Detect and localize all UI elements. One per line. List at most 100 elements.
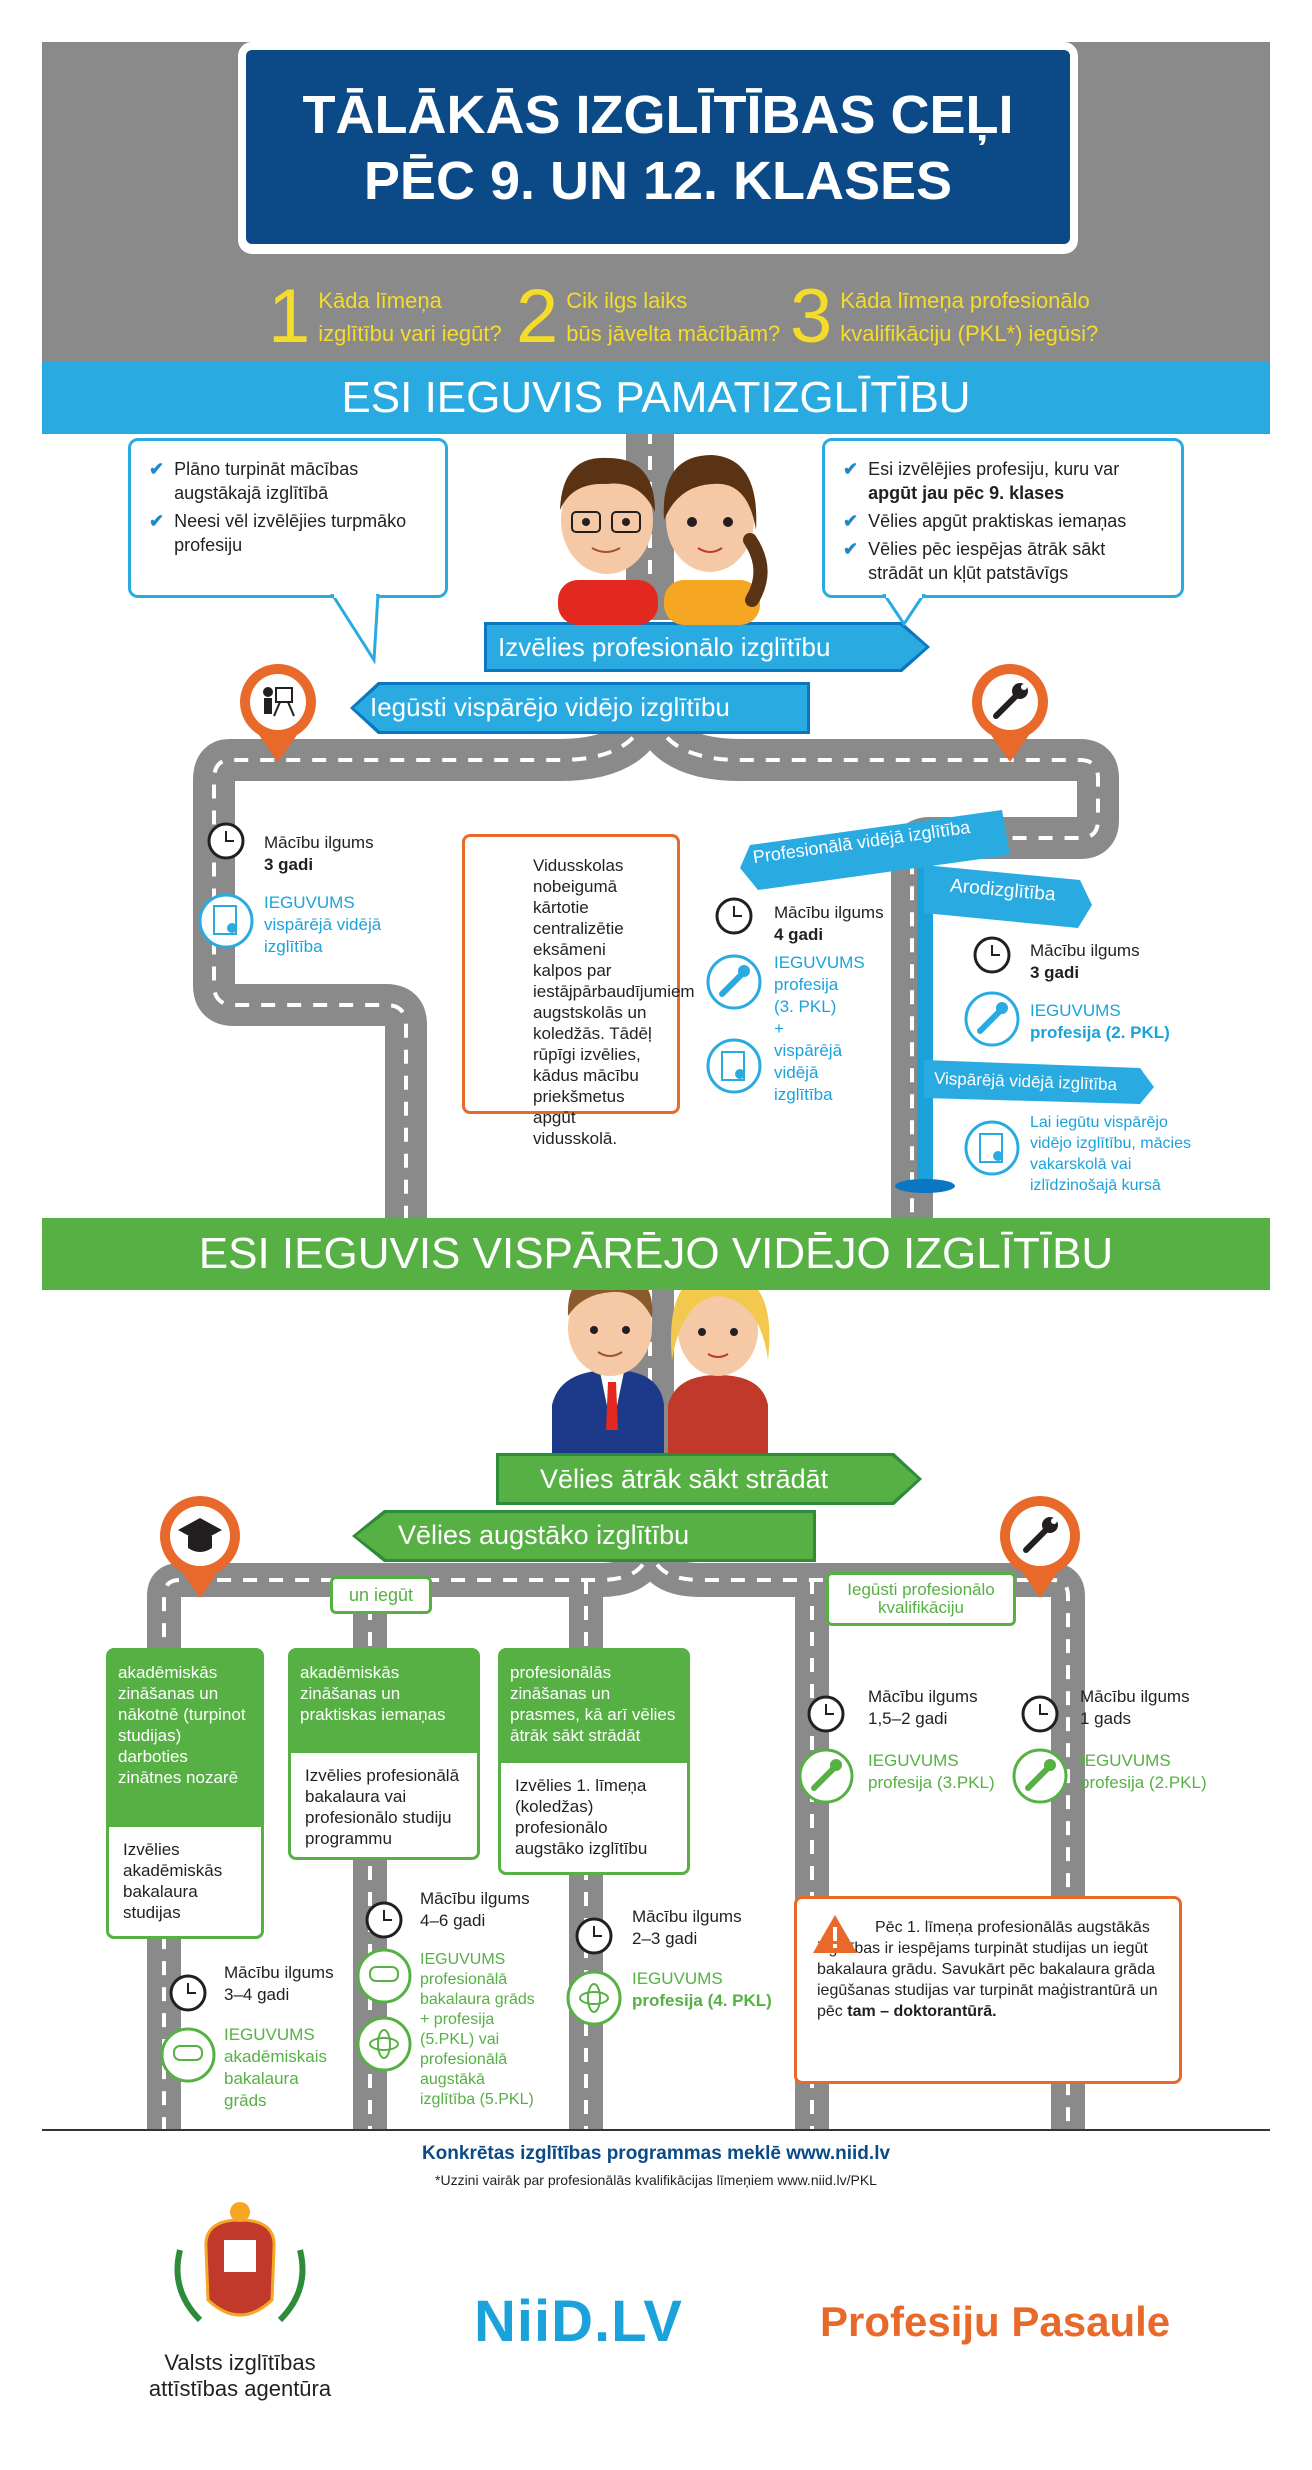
- tag-and-obtain: un iegūt: [330, 1576, 432, 1614]
- result-label: IEGUVUMS: [632, 1969, 723, 1988]
- duration-value: 2–3 gadi: [632, 1929, 698, 1948]
- duration-label: Mācību ilgums: [264, 833, 374, 852]
- duration-professional-bachelor: Mācību ilgums 4–6 gadi: [420, 1888, 530, 1932]
- page-title-line1: TĀLĀKĀS IZGLĪTĪBAS CEĻI: [302, 85, 1014, 145]
- clock-icon-5: [365, 1901, 403, 1939]
- mid-result: IEGUVUMS profesija (3. PKL) + vispārējā …: [774, 952, 884, 1106]
- agency-name-line2: attīstības agentūra: [148, 2376, 332, 2401]
- right-note: Lai iegūtu vispārējo vidējo izglītību, m…: [1030, 1114, 1191, 1194]
- duration-value: 3 gadi: [1030, 963, 1080, 982]
- latvia-coat-of-arms-logo: [174, 2202, 306, 2323]
- sign-start-work: Vēlies ātrāk sākt strādāt: [540, 1464, 829, 1494]
- result-text: profesija (2. PKL): [1030, 1023, 1170, 1042]
- right-duration: Mācību ilgums 3 gadi: [1030, 940, 1140, 984]
- result-vocational-1: IEGUVUMS profesija (3.PKL): [868, 1751, 995, 1792]
- diploma-icon-3: [964, 1120, 1020, 1176]
- result-text: vispārējā vidējā izglītība: [774, 1041, 843, 1104]
- wrench-icon-7: [798, 1748, 854, 1804]
- duration-label: Mācību ilgums: [420, 1889, 530, 1908]
- question-number: 2: [516, 274, 559, 359]
- clock-icon-6: [575, 1917, 613, 1955]
- duration-value: 4–6 gadi: [420, 1911, 486, 1930]
- question-number: 1: [268, 274, 311, 359]
- clock-icon-4: [169, 1974, 207, 2012]
- result-text: profesija: [774, 975, 839, 994]
- bubble-right-tail: [882, 594, 926, 627]
- clock-icon-1: [207, 822, 245, 860]
- path-box-professional-bachelor: akadēmiskās zināšanas un praktiskas iema…: [288, 1648, 480, 1860]
- duration-label: Mācību ilgums: [224, 1963, 334, 1982]
- duration-label: Mācību ilgums: [868, 1687, 978, 1706]
- question-number: 3: [790, 274, 833, 359]
- check-icon: ✔: [843, 539, 859, 559]
- right-result: IEGUVUMS profesija (2. PKL): [1030, 1000, 1170, 1044]
- question-text: Kāda līmeņa profesionālo: [840, 288, 1090, 313]
- sign-higher-education: Vēlies augstāko izglītību: [398, 1520, 690, 1550]
- result-text: (3. PKL): [774, 997, 837, 1016]
- duration-value: 4 gadi: [774, 925, 824, 944]
- box-goal-text: profesionālās zināšanas un prasmes, kā a…: [498, 1648, 690, 1760]
- clock-icon-7: [807, 1695, 845, 1733]
- warning-box-2: Pēc 1. līmeņa profesionālās augstākās iz…: [794, 1896, 1182, 2084]
- signpost: [740, 810, 1154, 1193]
- duration-value: 3–4 gadi: [224, 1985, 290, 2004]
- warning-text: Vidusskolas nobeigumā kārtotie centraliz…: [533, 856, 695, 1148]
- tag-obtain-qualification: Iegūsti profesionālo kvalifikāciju: [826, 1572, 1016, 1626]
- diploma-scroll-icon-5: [356, 1948, 412, 2004]
- warning-icon-2: [813, 1915, 857, 1953]
- box-choice-text: Izvēlies akadēmiskās bakalaura studijas: [106, 1824, 264, 1939]
- business-girl-illustration: [668, 1270, 770, 1455]
- wrench-icon-3: [964, 991, 1020, 1047]
- result-label: IEGUVUMS: [774, 953, 865, 972]
- question-text: Kāda līmeņa: [318, 288, 442, 313]
- box-choice-text: Izvēlies profesionālā bakalaura vai prof…: [288, 1750, 480, 1860]
- result-vocational-2: IEGUVUMS profesija (2.PKL): [1080, 1751, 1207, 1792]
- box-choice-text: Izvēlies 1. līmeņa (koledžas) profesionā…: [498, 1760, 690, 1875]
- bubble-item: Esi izvēlējies profesiju, kuru var: [868, 459, 1120, 479]
- duration-academic: Mācību ilgums 3–4 gadi: [224, 1962, 334, 2006]
- clock-icon-2: [715, 897, 753, 935]
- box-goal-text: akadēmiskās zināšanas un nākotnē (turpin…: [106, 1648, 264, 1824]
- warning-text: Pēc 1. līmeņa profesionālās augstākās iz…: [817, 1919, 1158, 2020]
- duration-value: 3 gadi: [264, 855, 314, 874]
- agency-name-line1: Valsts izglītības: [164, 2350, 316, 2375]
- check-icon: ✔: [149, 459, 165, 479]
- left-result: IEGUVUMS vispārējā vidējā izglītība: [264, 893, 382, 956]
- diploma-icon-1: [198, 893, 254, 949]
- duration-vocational-1: Mācību ilgums 1,5–2 gadi: [868, 1686, 978, 1730]
- question-text: Cik ilgs laiks: [566, 288, 688, 313]
- graduation-cap-pin-icon: [160, 1496, 240, 1598]
- page-title-line2: PĒC 9. UN 12. KLASES: [363, 151, 953, 211]
- agency-name: Valsts izglītības attīstības agentūra: [120, 2350, 360, 2402]
- duration-label: Mācību ilgums: [774, 903, 884, 922]
- check-icon: ✔: [149, 511, 165, 531]
- section-band-general-secondary: ESI IEGUVIS VISPĀRĒJO VIDĒJO IZGLĪTĪBU: [42, 1218, 1270, 1290]
- clock-icon-8: [1021, 1695, 1059, 1733]
- atom-icon-6: [566, 1970, 622, 2026]
- atom-icon-5: [356, 2016, 412, 2072]
- bubble-left-tail: [330, 594, 380, 664]
- niid-logo: NiiD.LV: [474, 2289, 683, 2354]
- duration-label: Mācību ilgums: [632, 1907, 742, 1926]
- girl-illustration: [663, 455, 768, 625]
- duration-value: 1 gads: [1080, 1709, 1132, 1728]
- duration-value: 1,5–2 gadi: [868, 1709, 948, 1728]
- path-box-college: profesionālās zināšanas un prasmes, kā a…: [498, 1648, 690, 1875]
- result-text: profesija (4. PKL): [632, 1991, 772, 2010]
- wrench-pin-icon-2: [1000, 1496, 1080, 1598]
- bubble-left: ✔Plāno turpināt mācības augstākajā izglī…: [128, 438, 448, 598]
- path-box-academic: akadēmiskās zināšanas un nākotnē (turpin…: [106, 1648, 264, 1939]
- question-text: būs jāvelta mācībām?: [566, 321, 781, 346]
- bubble-item: Vēlies apgūt praktiskas iemaņas: [868, 511, 1127, 531]
- box-goal-text: akadēmiskās zināšanas un praktiskas iema…: [288, 1648, 480, 1750]
- boy-illustration: [558, 457, 658, 625]
- result-text: +: [774, 1019, 784, 1038]
- question-3: 3 Kāda līmeņa profesionālo kvalifikāciju …: [790, 274, 1099, 359]
- bubble-item: Neesi vēl izvēlējies turpmāko profesiju: [174, 511, 407, 555]
- result-label: IEGUVUMS: [1030, 1001, 1121, 1020]
- warning-box-1: Vidusskolas nobeigumā kārtotie centraliz…: [462, 834, 695, 1148]
- bubble-item-bold: apgūt jau pēc 9. klases: [868, 483, 1065, 503]
- check-icon: ✔: [843, 511, 859, 531]
- question-text: kvalifikāciju (PKL*) iegūsi?: [840, 321, 1099, 346]
